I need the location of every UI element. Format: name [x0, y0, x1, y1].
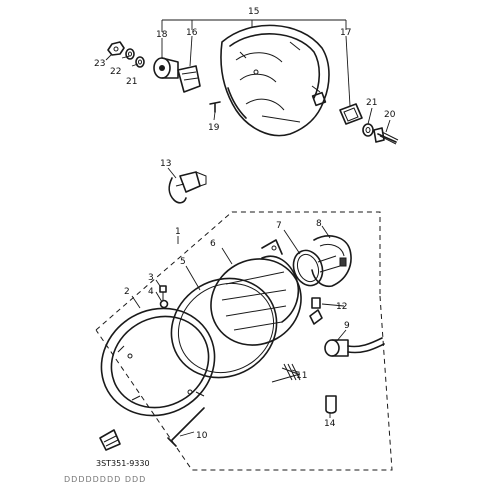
part-8-bulb-cover: [311, 235, 352, 288]
callout-2: 2: [124, 287, 130, 297]
part-10-adjusting-screw: [167, 407, 205, 447]
part-14-bulb-small: [325, 395, 337, 414]
part-22-washer: [125, 48, 135, 60]
callout-23: 23: [94, 59, 105, 69]
part-11-spring: [271, 363, 301, 383]
callout-12: 12: [336, 302, 347, 312]
part-21-washer-left: [135, 56, 145, 68]
callout-13: 13: [160, 159, 171, 169]
callout-7: 7: [276, 221, 282, 231]
leader-lines: [105, 19, 391, 437]
part-20-bolt: [373, 127, 399, 145]
callout-11: 11: [296, 371, 307, 381]
callout-17: 17: [340, 28, 351, 38]
part-2-rim: [100, 307, 216, 417]
part-19-screw: [209, 101, 221, 113]
part-4-nut: [159, 299, 169, 309]
part-7-bulb-retainer: [292, 249, 324, 287]
callout-3: 3: [148, 273, 154, 283]
part-6-headlight-unit: [210, 239, 302, 346]
part-17-grommet: [339, 103, 363, 125]
assembly-1-dashed-outline: [95, 211, 393, 471]
part-13-bulb: [168, 171, 207, 204]
callout-8: 8: [316, 219, 322, 229]
callout-20: 20: [384, 110, 396, 120]
part-3-screw: [159, 285, 167, 300]
footer-text: DDDDDDDD DDD: [64, 475, 146, 484]
part-12-clip: [311, 297, 321, 309]
diagram-code: 3ST351-9330: [96, 459, 150, 468]
part-23-nut: [107, 41, 125, 56]
part-15-headlight-housing: [220, 24, 330, 137]
part-5-seal-ring: [170, 277, 278, 379]
callout-10: 10: [196, 431, 208, 441]
callout-9: 9: [344, 321, 350, 331]
callout-16: 16: [186, 28, 198, 38]
part-18-socket: [153, 57, 179, 79]
callout-6: 6: [210, 239, 216, 249]
callout-5: 5: [180, 257, 186, 267]
callout-4: 4: [148, 287, 154, 297]
callout-15: 15: [248, 7, 259, 17]
hatched-wedge: [99, 429, 121, 451]
part-21-washer-right: [362, 123, 374, 137]
part-9-position-light-socket: [309, 309, 385, 357]
callout-19: 19: [208, 123, 220, 133]
callout-labels: 15 18 16 17 23 22 21 19 21 20 13 1 6 7 8…: [94, 7, 396, 441]
callout-14: 14: [324, 419, 336, 429]
part-16-socket-cover: [177, 65, 201, 93]
callout-21-right: 21: [366, 98, 377, 108]
callout-18: 18: [156, 30, 168, 40]
callout-22: 22: [110, 67, 121, 77]
callout-21-left: 21: [126, 77, 137, 87]
callout-1: 1: [175, 227, 181, 237]
